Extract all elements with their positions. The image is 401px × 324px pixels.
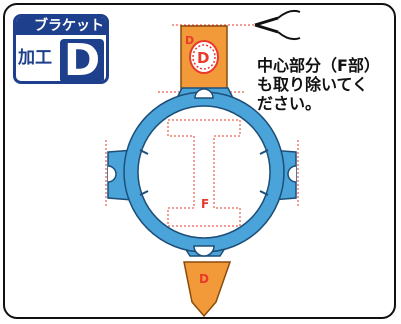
top-d-label: D [185,34,194,47]
badge-letter: D [60,39,104,81]
bottom-d-label: D [199,272,209,286]
center-f-label: F [201,197,209,211]
badge-bracket-label: ブラケット [16,17,106,35]
bracket-ring [107,87,297,257]
process-badge: ブラケット 加工 D [13,14,109,84]
instruction-note: 中心部分（F部） も取り除いてく ださい。 [257,56,380,113]
nipper-icon [254,9,301,41]
top-hole [189,40,219,74]
badge-process-label: 加工 [18,48,52,68]
bottom-tab [183,261,232,318]
center-part-outline [167,119,241,227]
top-circle-d-label: D [197,49,209,67]
